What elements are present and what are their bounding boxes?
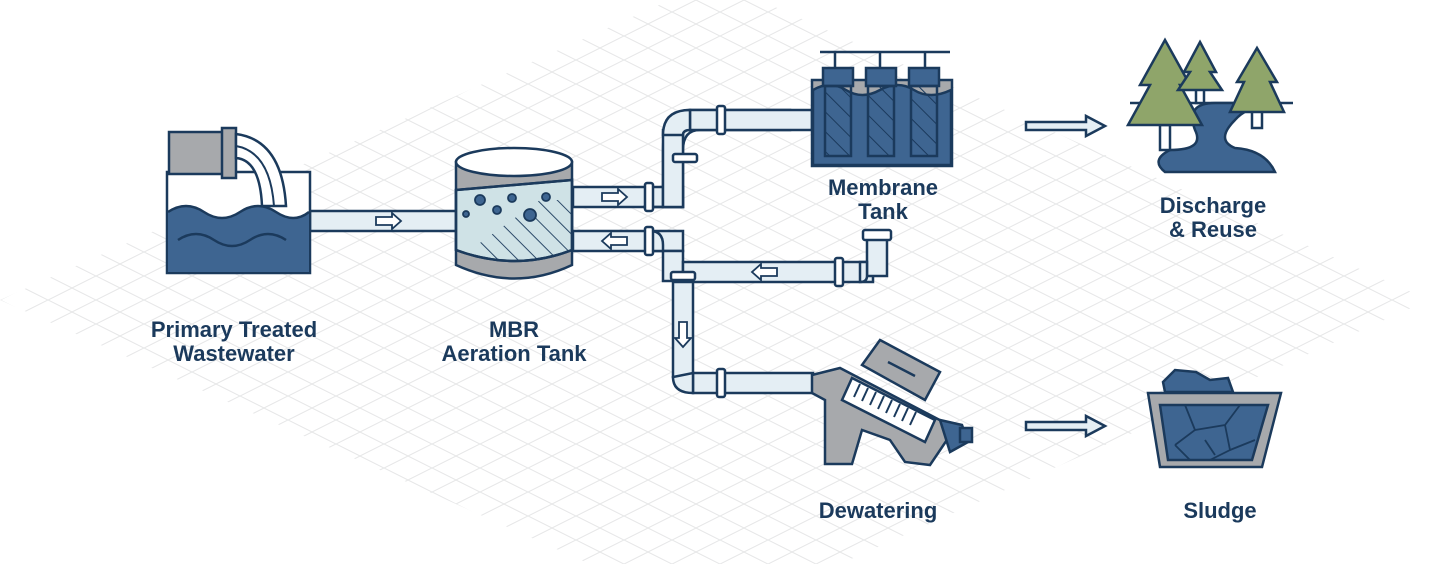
pipe-return-to-mbr (571, 229, 685, 253)
pipe-return-horizontal (681, 260, 875, 284)
flow-arrow-down (672, 321, 694, 349)
label-line: MBR (488, 317, 540, 342)
label-line: & Reuse (1168, 217, 1258, 242)
flow-arrow-left (750, 261, 778, 283)
label-line: Primary Treated (150, 317, 318, 342)
label-line: Discharge (1159, 193, 1267, 218)
aeration-tank-icon (454, 146, 574, 280)
arrow-to-discharge (1024, 113, 1108, 139)
wastewater-basin-icon (165, 126, 312, 275)
label-line: Sludge (1183, 498, 1257, 523)
label-line: Tank (858, 199, 908, 224)
flow-arrow-right (375, 210, 403, 232)
label-line: Membrane (827, 175, 939, 200)
arrow-to-sludge (1024, 413, 1108, 439)
sludge-bin-icon (1146, 368, 1283, 469)
flow-arrow-right (601, 186, 629, 208)
flow-arrows (375, 186, 778, 349)
label-membrane-tank: Membrane Tank (800, 176, 966, 224)
label-line: Wastewater (173, 341, 295, 366)
flow-arrow-left (600, 230, 628, 252)
label-line: Dewatering (818, 498, 938, 523)
label-dewatering: Dewatering (790, 499, 966, 523)
trees-river-icon (1125, 37, 1293, 174)
screw-press-icon (810, 338, 974, 467)
transfer-arrows (1024, 113, 1108, 439)
label-primary-treated-wastewater: Primary Treated Wastewater (122, 318, 346, 366)
label-line: Aeration Tank (441, 341, 587, 366)
label-sludge: Sludge (1150, 499, 1290, 523)
pipe-couplings (643, 104, 893, 399)
label-mbr-aeration-tank: MBR Aeration Tank (416, 318, 612, 366)
label-discharge-reuse: Discharge & Reuse (1130, 194, 1296, 242)
membrane-tank-icon (810, 50, 954, 168)
